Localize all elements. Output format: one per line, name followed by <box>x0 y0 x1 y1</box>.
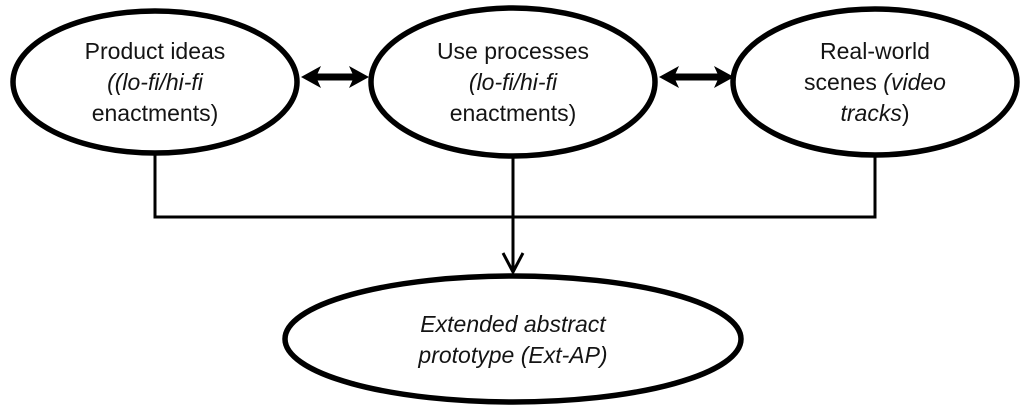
down-arrowhead-icon <box>501 252 525 276</box>
label-text: ) <box>901 100 910 126</box>
extended-abstract-prototype-label: Extended abstract prototype (Ext-AP) <box>333 309 693 371</box>
label-text: Product ideas <box>84 38 226 64</box>
label-text: tracks <box>840 100 902 126</box>
label-text: Extended abstract <box>420 311 606 337</box>
label-text: (lo-fi/hi-fi <box>468 69 558 95</box>
label-text: enactments) <box>91 100 219 126</box>
double-arrow-product-use-icon <box>301 66 369 88</box>
label-text: (video <box>883 69 946 95</box>
label-line: ((lo-fi/hi-fi <box>15 67 295 98</box>
use-processes-label: Use processes (lo-fi/hi-fi enactments) <box>373 36 653 129</box>
label-line: prototype (Ext-AP) <box>333 340 693 371</box>
label-line: (lo-fi/hi-fi <box>373 67 653 98</box>
label-text: enactments) <box>449 100 577 126</box>
label-line: enactments) <box>373 98 653 129</box>
label-text: Use processes <box>436 38 590 64</box>
real-world-scenes-ellipse <box>730 6 1020 158</box>
label-text: Real-world <box>820 38 930 64</box>
use-processes-ellipse <box>368 5 658 159</box>
label-line: Real-world <box>735 36 1015 67</box>
merge-connector-line <box>153 152 877 219</box>
product-ideas-label: Product ideas ((lo-fi/hi-fi enactments) <box>15 36 295 129</box>
label-line: Use processes <box>373 36 653 67</box>
real-world-scenes-label: Real-world scenes (video tracks) <box>735 36 1015 129</box>
label-line: scenes (video <box>735 67 1015 98</box>
double-arrow-use-scenes-icon <box>659 66 734 88</box>
label-text: prototype (Ext-AP) <box>418 342 608 368</box>
product-ideas-ellipse <box>10 8 300 156</box>
extended-abstract-prototype-ellipse <box>282 273 744 405</box>
label-line: Product ideas <box>15 36 295 67</box>
label-text: scenes <box>804 69 884 95</box>
label-line: Extended abstract <box>333 309 693 340</box>
label-text: ((lo-fi/hi-fi <box>107 69 203 95</box>
label-line: tracks) <box>735 98 1015 129</box>
label-line: enactments) <box>15 98 295 129</box>
